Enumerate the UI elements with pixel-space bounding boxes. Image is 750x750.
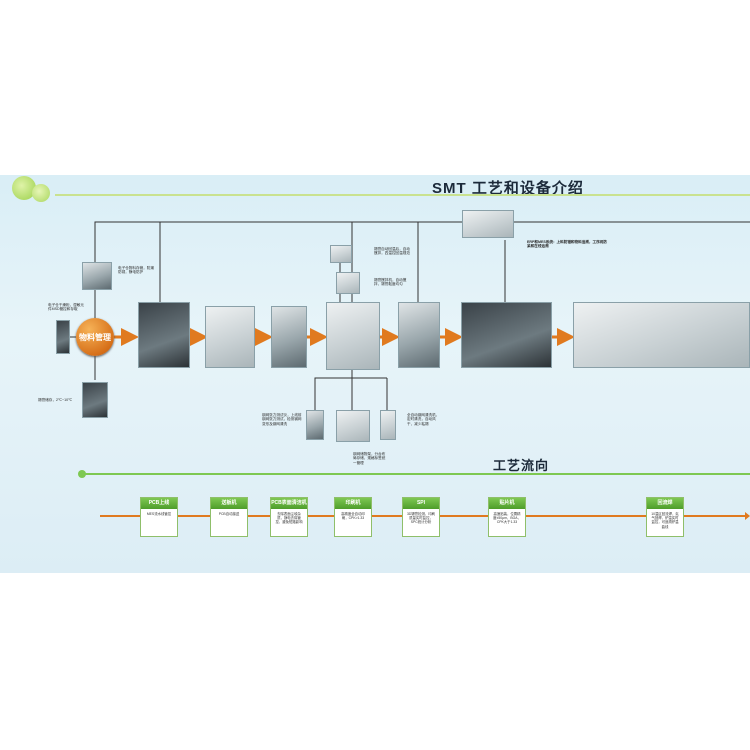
- step-title: SPI: [403, 498, 439, 509]
- step-title: PCB上线: [141, 498, 177, 509]
- step-title: PCB表面清洁机: [271, 498, 307, 509]
- paste-fridge-image: [82, 382, 108, 418]
- storage-rack-image: [82, 262, 112, 290]
- pcb-cleaner-image: [271, 306, 307, 368]
- flow-title: 工艺流向: [493, 458, 550, 473]
- step-body: PCB自动接送: [218, 512, 240, 516]
- paste-mixer-image: [336, 272, 360, 294]
- decor-bubble-small: [32, 184, 50, 202]
- erp-computer-image: [462, 210, 514, 238]
- step-title: 印刷机: [335, 498, 371, 509]
- material-management-hub: 物料管理: [76, 318, 114, 356]
- flow-start-dot: [78, 470, 86, 478]
- note-material-left: 电子仓干燥柜，湿敏元件MSD管控和存取: [48, 303, 84, 312]
- tension-tester-image: [306, 410, 324, 440]
- dry-cabinet-image: [56, 320, 70, 354]
- step-board-sender: 送板机 PCB自动接送: [210, 497, 248, 537]
- pcb-loader-image: [138, 302, 190, 368]
- note-fixture-left: 钢网张力测试仪，上线前钢网张力测试，检测钢网变形及钢网清洗: [262, 413, 302, 426]
- spi-image: [398, 302, 440, 368]
- diagram-board: [0, 175, 750, 573]
- paste-thaw-machine-image: [330, 245, 352, 263]
- note-fixture-bottom: 钢网储物架，分台布局存储，规格标签统一管理: [353, 452, 386, 465]
- step-title: 回流焊: [647, 498, 683, 509]
- step-body: MES流水线管控: [146, 512, 172, 516]
- stencil-cleaner-image: [380, 410, 396, 440]
- erp-note: ERP和MES系统：上料防错和物料追溯，工序间防呆和在线追溯: [527, 240, 607, 249]
- note-material-top: 电子仓物料存储，防潮防锈，静电防护: [118, 266, 154, 275]
- step-body: 3D锡膏检测，印刷质量实时监控，SPC统计分析: [406, 512, 436, 525]
- step-body: 高速贴装，位置精度±50μm，BGA，CPK大于1.33: [493, 512, 521, 525]
- step-mounter: 贴片机 高速贴装，位置精度±50μm，BGA，CPK大于1.33: [488, 497, 526, 537]
- reflow-oven-image: [573, 302, 750, 368]
- note-fixture-right: 全自动钢网清洗机，定时清洗，自动风干，减少粘锡: [407, 413, 440, 426]
- step-title: 贴片机: [489, 498, 525, 509]
- note-paste-mid: 锡膏搅拌机，自动搅拌，锡膏黏度均匀: [374, 278, 407, 287]
- step-title: 送板机: [211, 498, 247, 509]
- step-body: 去除表面尘埃杂质，静电去除管控，避免短路影响: [275, 512, 303, 525]
- printer-image: [326, 302, 380, 370]
- note-paste-top: 锡膏自动回温后，自动搅拌，四温控回温规范: [374, 247, 410, 256]
- step-reflow: 回流焊 10温区回流焊，氮气回焊，炉温实时监控，可追溯炉温曲线: [646, 497, 684, 537]
- board-sender-image: [205, 306, 255, 368]
- step-pcb-load: PCB上线 MES流水线管控: [140, 497, 178, 537]
- stencil-rack-image: [336, 410, 370, 442]
- step-body: 高精度全自动印刷，CPK>1.33: [341, 512, 365, 521]
- hub-label: 物料管理: [79, 332, 111, 342]
- diagram-title: SMT 工艺和设备介绍: [432, 180, 584, 197]
- step-body: 10温区回流焊，氮气回焊，炉温实时监控，可追溯炉温曲线: [651, 512, 679, 529]
- step-pcb-cleaner: PCB表面清洁机 去除表面尘埃杂质，静电去除管控，避免短路影响: [270, 497, 308, 537]
- step-spi: SPI 3D锡膏检测，印刷质量实时监控，SPC统计分析: [402, 497, 440, 537]
- note-material-bottom: 锡膏储存，2℃~10℃: [38, 398, 73, 402]
- step-printer: 印刷机 高精度全自动印刷，CPK>1.33: [334, 497, 372, 537]
- mounter-image: [461, 302, 552, 368]
